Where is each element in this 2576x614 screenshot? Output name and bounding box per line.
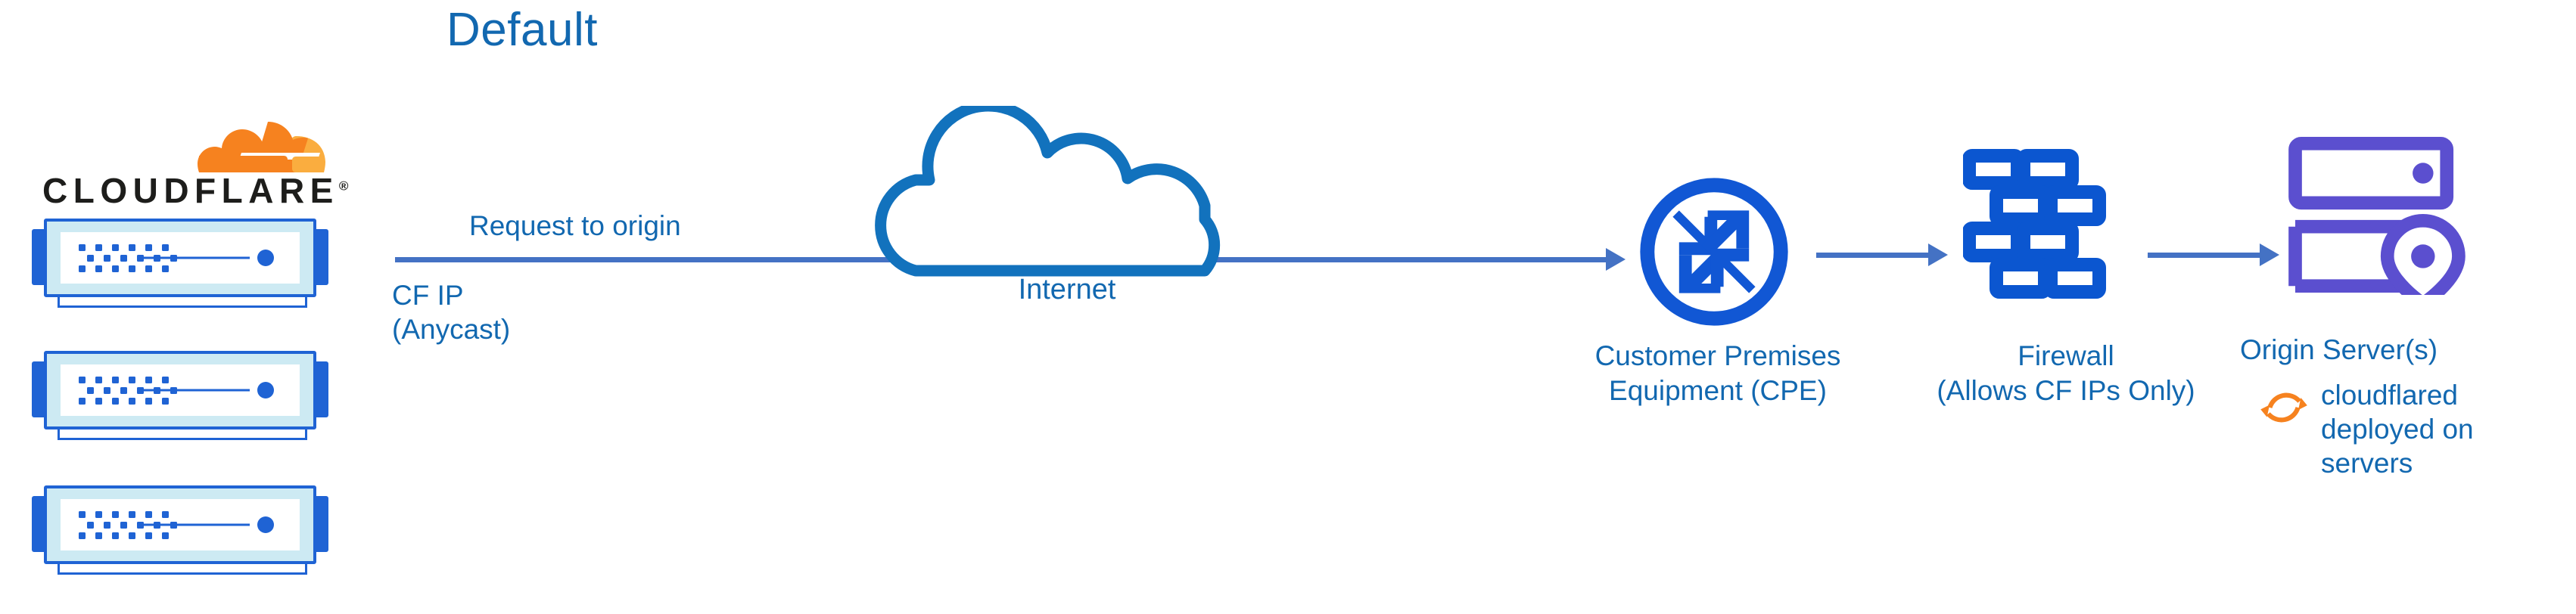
page-title: Default <box>446 4 598 56</box>
server-power-indicator-icon <box>257 382 274 398</box>
cloudflare-cloud-logo-icon <box>198 122 325 172</box>
cloudflared-text-line-2: deployed on <box>2321 414 2474 445</box>
cloudflared-text-line-3: servers <box>2321 448 2413 479</box>
server-appliance-3 <box>32 482 328 575</box>
server-appliance-2 <box>32 348 328 440</box>
server-status-line <box>142 256 250 259</box>
origin-server-label-line-1: Origin Server(s) <box>2240 334 2438 365</box>
firewall-label: Firewall (Allows CF IPs Only) <box>1877 339 2255 408</box>
server-appliance-1 <box>32 216 328 308</box>
cloud-outline-icon <box>875 100 1221 277</box>
cf-ip-label-line-1: CF IP <box>392 280 464 311</box>
cpe-to-firewall-arrow-head-icon <box>1928 243 1948 266</box>
cpe-label-line-2: Equipment (CPE) <box>1609 374 1827 406</box>
server-faceplate <box>61 499 300 550</box>
cpe-label-line-1: Customer Premises <box>1594 340 1841 371</box>
router-four-arrows-icon <box>1635 172 1794 331</box>
edge-label-request-to-origin: Request to origin <box>469 210 681 241</box>
server-status-line <box>142 523 250 526</box>
server-status-line <box>142 389 250 392</box>
server-faceplate <box>61 364 300 416</box>
cf-ip-label: CF IP (Anycast) <box>392 278 510 346</box>
internet-label: Internet <box>1018 274 1116 305</box>
cloudflare-logo: CLOUDFLARE® <box>42 113 360 210</box>
origin-server-label: Origin Server(s) <box>2240 333 2573 367</box>
cpe-label: Customer Premises Equipment (CPE) <box>1548 339 1888 408</box>
firewall-to-origin-arrow-line <box>2148 253 2261 258</box>
internet-node: Internet <box>832 100 1302 348</box>
cf-ip-label-line-2: (Anycast) <box>392 314 511 346</box>
cloudflared-text-line-1: cloudflared <box>2321 380 2459 411</box>
request-to-origin-arrow-head-icon <box>1606 248 1626 271</box>
server-chassis <box>44 351 316 429</box>
server-chassis <box>44 219 316 297</box>
server-faceplate <box>61 232 300 284</box>
server-power-indicator-icon <box>257 250 274 266</box>
cloudflared-text: cloudflared deployed on servers <box>2321 378 2474 480</box>
firewall-label-line-2: (Allows CF IPs Only) <box>1937 374 2195 406</box>
firewall-label-line-1: Firewall <box>2018 340 2114 371</box>
cloudflared-annotation: cloudflared deployed on servers <box>2259 378 2562 480</box>
server-power-indicator-icon <box>257 516 274 533</box>
brick-wall-firewall-icon <box>1962 148 2114 302</box>
sync-circular-arrows-icon <box>2260 392 2307 423</box>
cloudflare-wordmark: CLOUDFLARE® <box>42 170 348 211</box>
cpe-to-firewall-arrow-line <box>1816 253 1930 258</box>
firewall-to-origin-arrow-head-icon <box>2260 243 2279 266</box>
registered-trademark-mark: ® <box>338 178 349 194</box>
server-led-array-icon <box>79 508 177 541</box>
server-chassis <box>44 485 316 564</box>
cloudflare-wordmark-text: CLOUDFLARE <box>42 171 339 210</box>
server-rack-location-pin-icon <box>2285 135 2466 312</box>
